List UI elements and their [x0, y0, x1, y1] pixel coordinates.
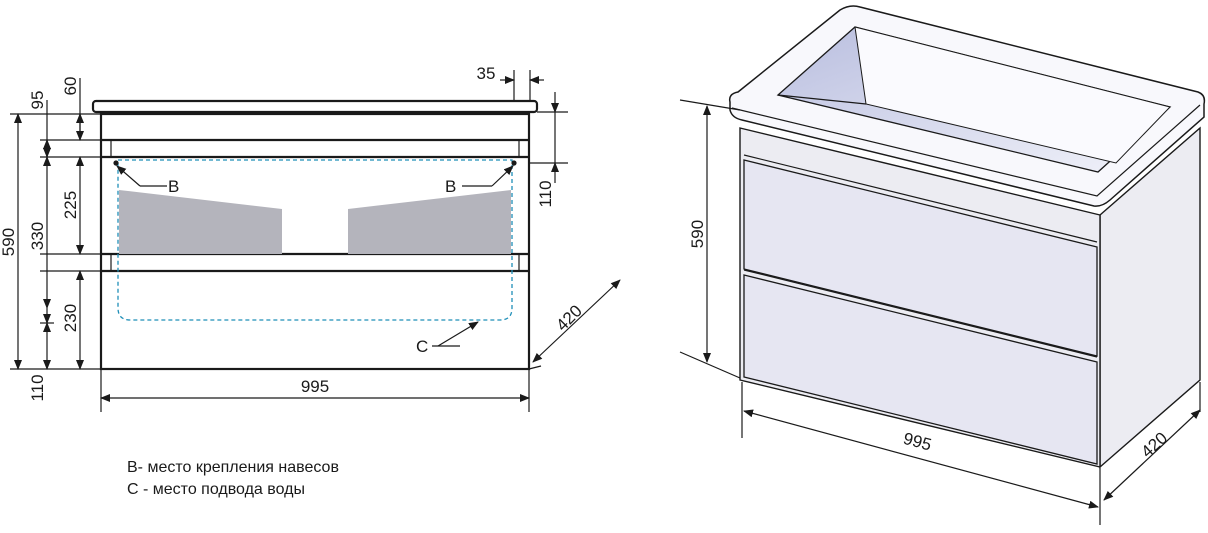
- drawer-upper: [743, 159, 1098, 357]
- cabinet-body: [99, 112, 531, 371]
- label-b-left: B: [168, 177, 179, 196]
- iso-view: 590 995 420: [679, 5, 1206, 525]
- dim-bottom-110: 110: [28, 374, 47, 401]
- hanger-point-left: [113, 160, 119, 166]
- dim-depth: 420: [552, 301, 585, 334]
- dim-width: 995: [301, 377, 329, 396]
- dim-top-60: 60: [61, 77, 80, 96]
- dim-35: 35: [477, 64, 496, 83]
- dim-top-95: 95: [28, 91, 47, 110]
- iso-dim-depth: 420: [1137, 428, 1171, 461]
- hanger-point-right: [511, 160, 517, 166]
- dim-110-right: 110: [536, 180, 555, 207]
- drawer-cutout-right: [348, 190, 511, 254]
- iso-dim-height: 590: [688, 220, 707, 248]
- water-supply-zone: [117, 159, 513, 321]
- legend: B- место крепления навесов C - место под…: [127, 459, 339, 498]
- legend-line-c: C - место подвода воды: [127, 481, 305, 498]
- dim-upper-330: 330: [28, 222, 47, 250]
- label-c: C: [416, 337, 428, 356]
- label-b-right: B: [445, 177, 456, 196]
- iso-dim-width: 995: [901, 429, 933, 455]
- basin-top: [91, 99, 539, 114]
- dim-total-height: 590: [0, 228, 18, 256]
- front-view: B B C 590 95 60 330 225 230: [0, 64, 621, 412]
- drawer-cutout-left: [119, 190, 282, 254]
- legend-line-b: B- место крепления навесов: [127, 459, 339, 476]
- dim-lower-230: 230: [61, 304, 80, 332]
- dim-upper-225: 225: [61, 191, 80, 219]
